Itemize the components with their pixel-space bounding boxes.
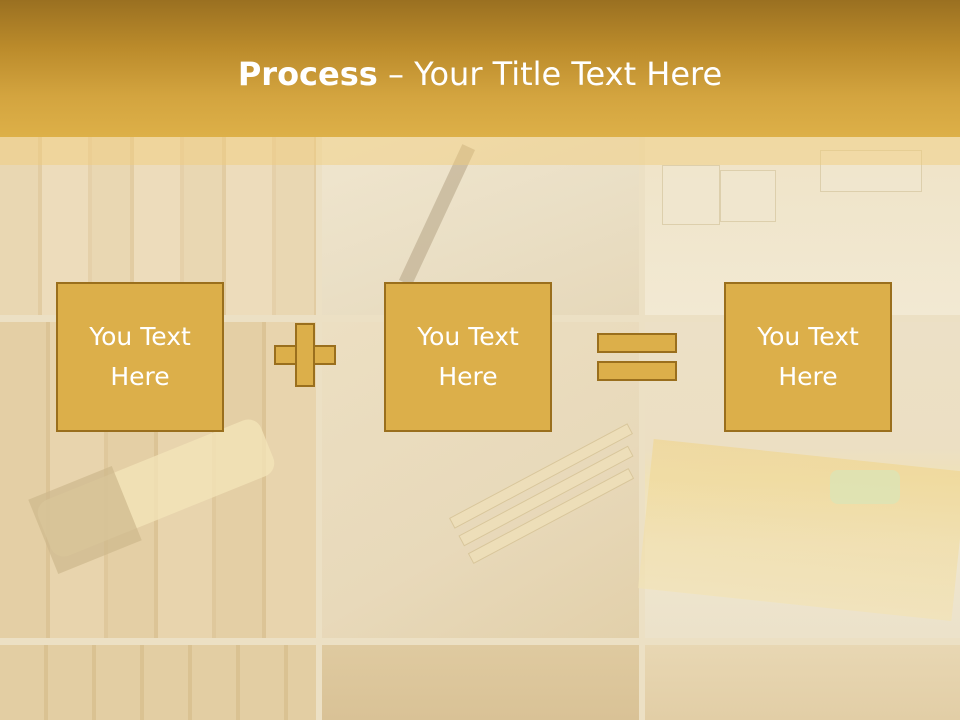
plus-icon — [274, 323, 336, 387]
process-box-3-line2: Here — [778, 362, 838, 391]
process-box-3[interactable]: You Text Here — [724, 282, 892, 432]
plus-center — [297, 347, 313, 363]
equals-bottom-bar — [597, 361, 677, 381]
wood-block-image — [820, 150, 922, 192]
process-box-2-text: You Text Here — [417, 317, 519, 397]
title-rest: – Your Title Text Here — [377, 55, 723, 93]
process-box-1-text: You Text Here — [89, 317, 191, 397]
process-box-1-line1: You Text — [89, 322, 191, 351]
process-box-3-text: You Text Here — [757, 317, 859, 397]
header-fade-strip — [0, 137, 960, 165]
slide-title: Process – Your Title Text Here — [0, 54, 960, 94]
process-box-2-line2: Here — [438, 362, 498, 391]
process-box-1[interactable]: You Text Here — [56, 282, 224, 432]
process-box-2[interactable]: You Text Here — [384, 282, 552, 432]
equals-icon — [597, 333, 677, 383]
collage-tile-hammer — [645, 645, 960, 720]
wood-block-image — [662, 165, 720, 225]
title-bar: Process – Your Title Text Here — [0, 0, 960, 137]
collage-tile-nails — [322, 645, 639, 720]
process-box-2-line1: You Text — [417, 322, 519, 351]
level-bubble-image — [830, 470, 900, 504]
equals-top-bar — [597, 333, 677, 353]
process-box-3-line1: You Text — [757, 322, 859, 351]
collage-tile-wood-bottom — [0, 645, 316, 720]
process-box-1-line2: Here — [110, 362, 170, 391]
wood-block-image — [720, 170, 776, 222]
title-bold: Process — [237, 55, 378, 93]
